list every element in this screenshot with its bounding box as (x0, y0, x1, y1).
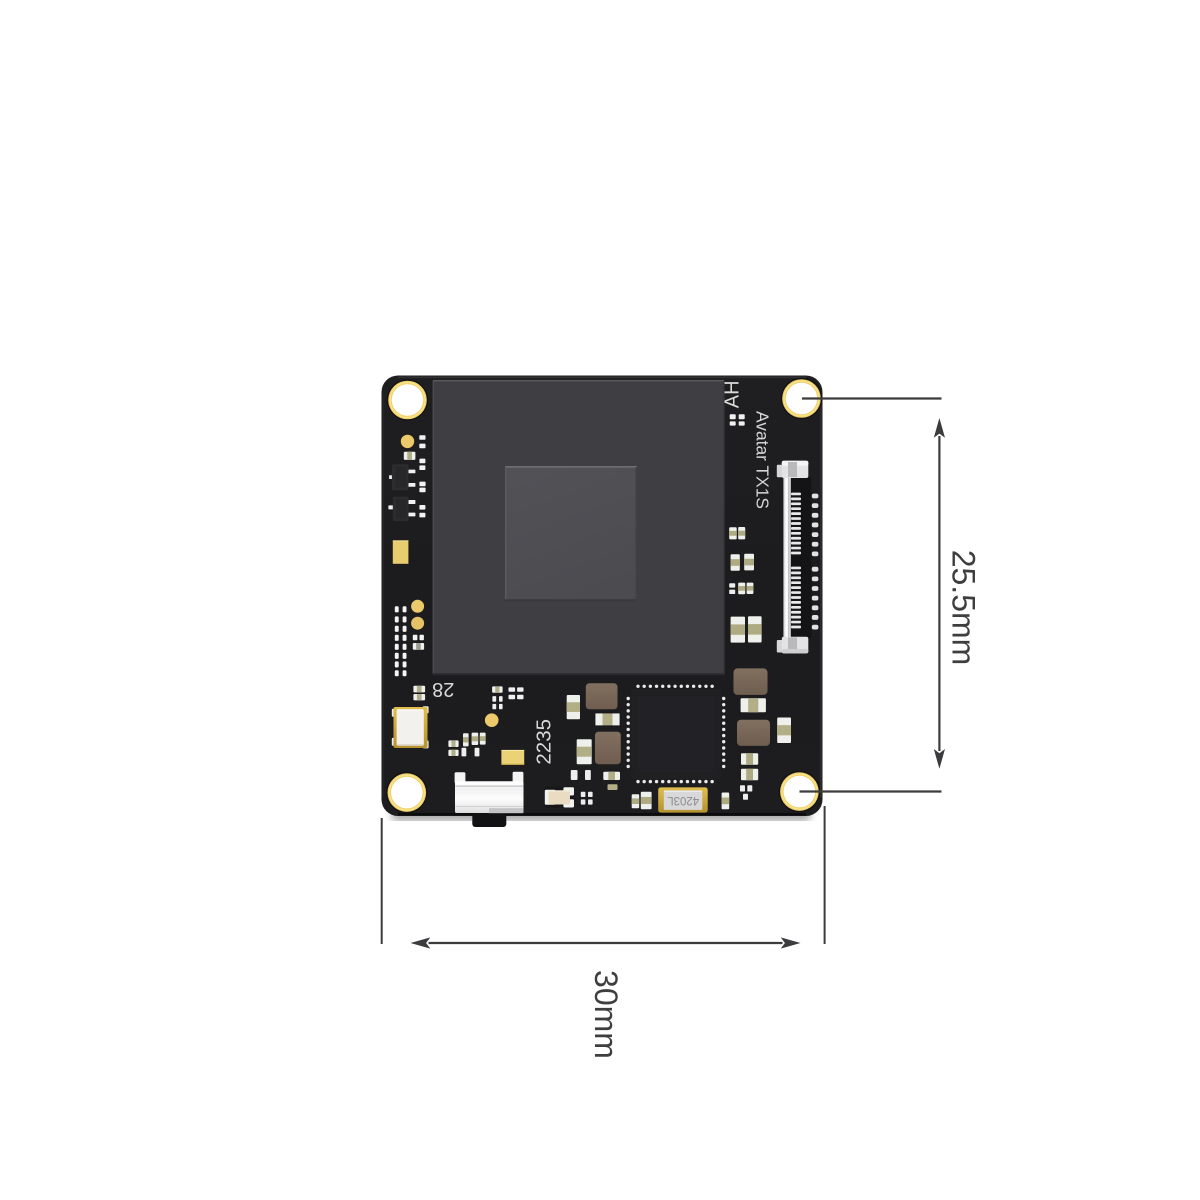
svg-text:4203L: 4203L (667, 794, 700, 806)
svg-text:Avatar TX1S: Avatar TX1S (753, 411, 773, 509)
svg-text:25.5mm: 25.5mm (946, 550, 982, 666)
svg-text:2235: 2235 (533, 719, 556, 765)
svg-text:28: 28 (432, 678, 454, 700)
svg-text:AH: AH (722, 380, 744, 408)
svg-text:30mm: 30mm (588, 970, 624, 1059)
